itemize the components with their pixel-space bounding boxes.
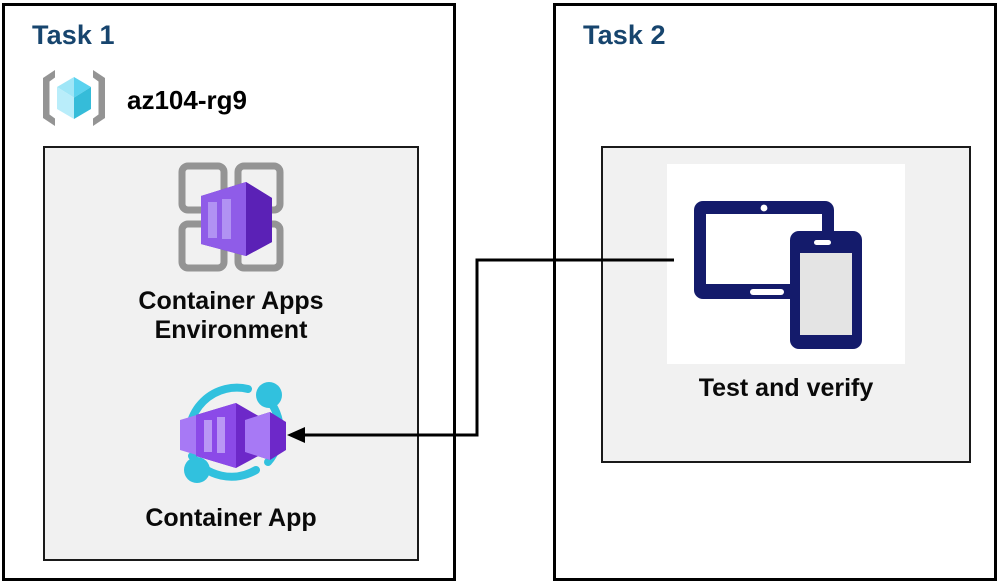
node-container-app: Container App xyxy=(45,370,417,533)
task-2-inner-box: Test and verify xyxy=(601,146,971,463)
container-app-label: Container App xyxy=(145,504,317,532)
task-2-title: Task 2 xyxy=(583,20,666,50)
resource-group-icon xyxy=(35,64,113,137)
node-container-apps-environment: Container Apps Environment xyxy=(45,158,417,345)
task-1-panel: Task 1 az104-rg9 xyxy=(2,3,456,581)
task-1-title: Task 1 xyxy=(32,20,115,50)
container-apps-environment-icon xyxy=(168,158,294,283)
container-app-icon xyxy=(166,370,296,500)
node-test-and-verify: Test and verify xyxy=(603,164,969,403)
task-1-inner-box: Container Apps Environment xyxy=(43,146,419,561)
test-and-verify-devices-icon xyxy=(667,164,905,364)
container-apps-environment-label: Container Apps Environment xyxy=(138,287,324,344)
resource-group-label: az104-rg9 xyxy=(127,85,247,115)
task-2-panel: Task 2 Test and verify xyxy=(553,3,997,581)
resource-group-row: az104-rg9 xyxy=(35,64,247,137)
test-and-verify-label: Test and verify xyxy=(698,374,874,402)
